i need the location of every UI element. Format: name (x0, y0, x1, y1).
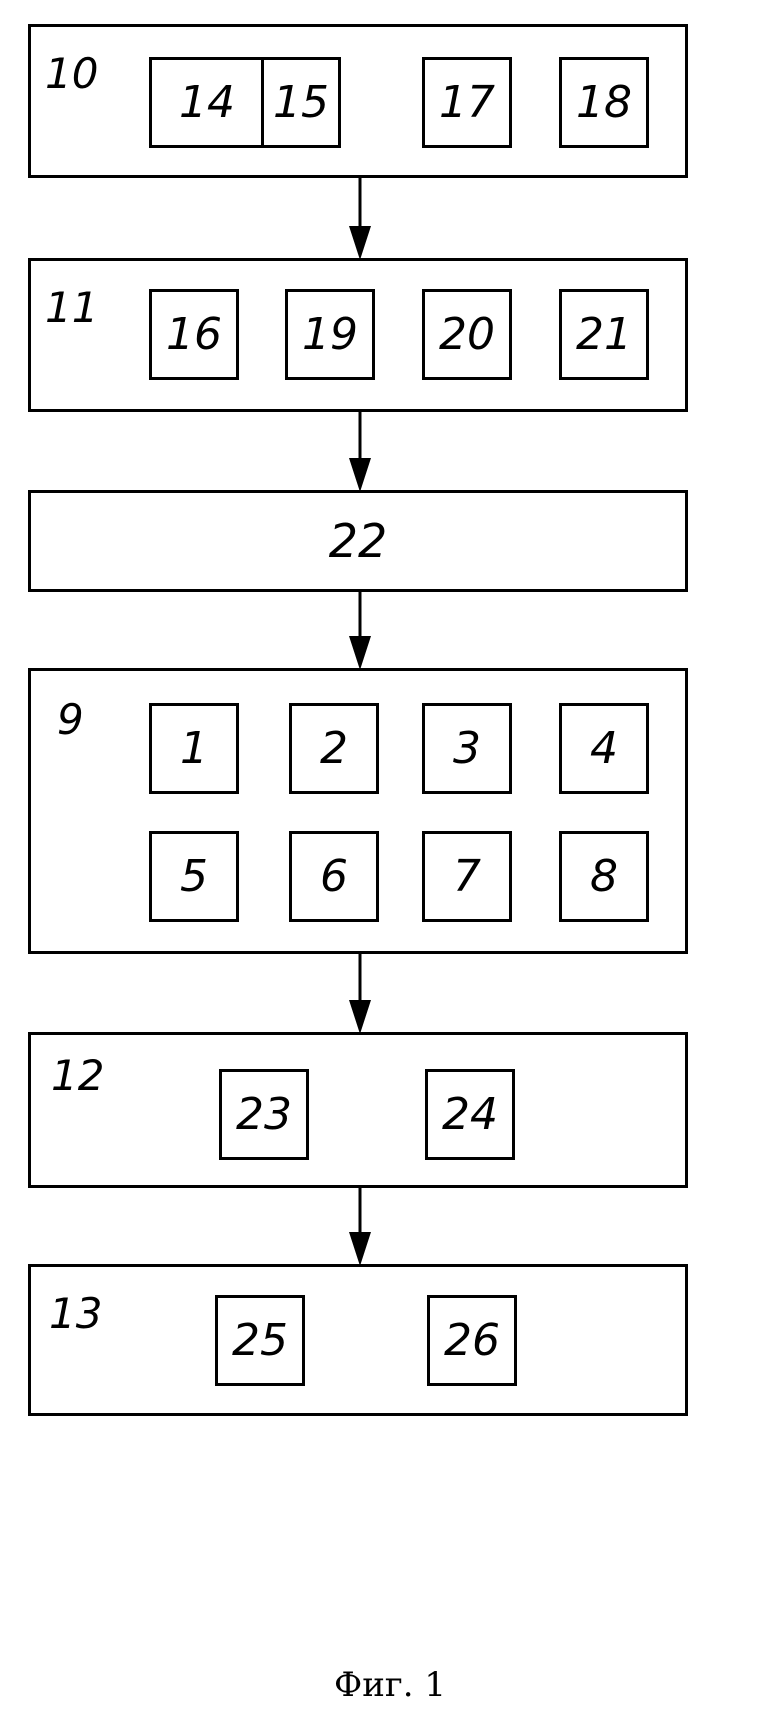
block-label: 12 (51, 1055, 104, 1097)
block-label: 13 (49, 1293, 102, 1335)
block-label: 9 (57, 699, 84, 741)
component-box: 15 (261, 57, 341, 148)
component-box: 20 (422, 289, 512, 380)
block-label: 11 (45, 287, 98, 329)
arrow-down-icon (345, 178, 375, 260)
arrow-down-icon (345, 412, 375, 492)
component-box: 21 (559, 289, 649, 380)
component-box: 17 (422, 57, 512, 148)
component-box: 7 (422, 831, 512, 922)
component-box: 1 (149, 703, 239, 794)
component-box: 6 (289, 831, 379, 922)
component-box: 19 (285, 289, 375, 380)
block-22: 22 (28, 490, 688, 592)
arrow-down-icon (345, 592, 375, 670)
block-label: 22 (31, 493, 685, 589)
block-12: 12 23 24 (28, 1032, 688, 1188)
component-box: 5 (149, 831, 239, 922)
block-11: 11 16 19 20 21 (28, 258, 688, 412)
component-box: 25 (215, 1295, 305, 1386)
component-box: 2 (289, 703, 379, 794)
arrow-down-icon (345, 954, 375, 1034)
block-label: 10 (45, 53, 98, 95)
component-box: 14 (149, 57, 265, 148)
component-box: 26 (427, 1295, 517, 1386)
component-box: 24 (425, 1069, 515, 1160)
figure-caption: Фиг. 1 (0, 1665, 780, 1705)
component-box: 23 (219, 1069, 309, 1160)
block-13: 13 25 26 (28, 1264, 688, 1416)
component-box: 16 (149, 289, 239, 380)
component-box: 18 (559, 57, 649, 148)
arrow-down-icon (345, 1188, 375, 1266)
component-box: 4 (559, 703, 649, 794)
component-box: 3 (422, 703, 512, 794)
block-10: 10 14 15 17 18 (28, 24, 688, 178)
component-box: 8 (559, 831, 649, 922)
block-9: 9 1 2 3 4 5 6 7 8 (28, 668, 688, 954)
